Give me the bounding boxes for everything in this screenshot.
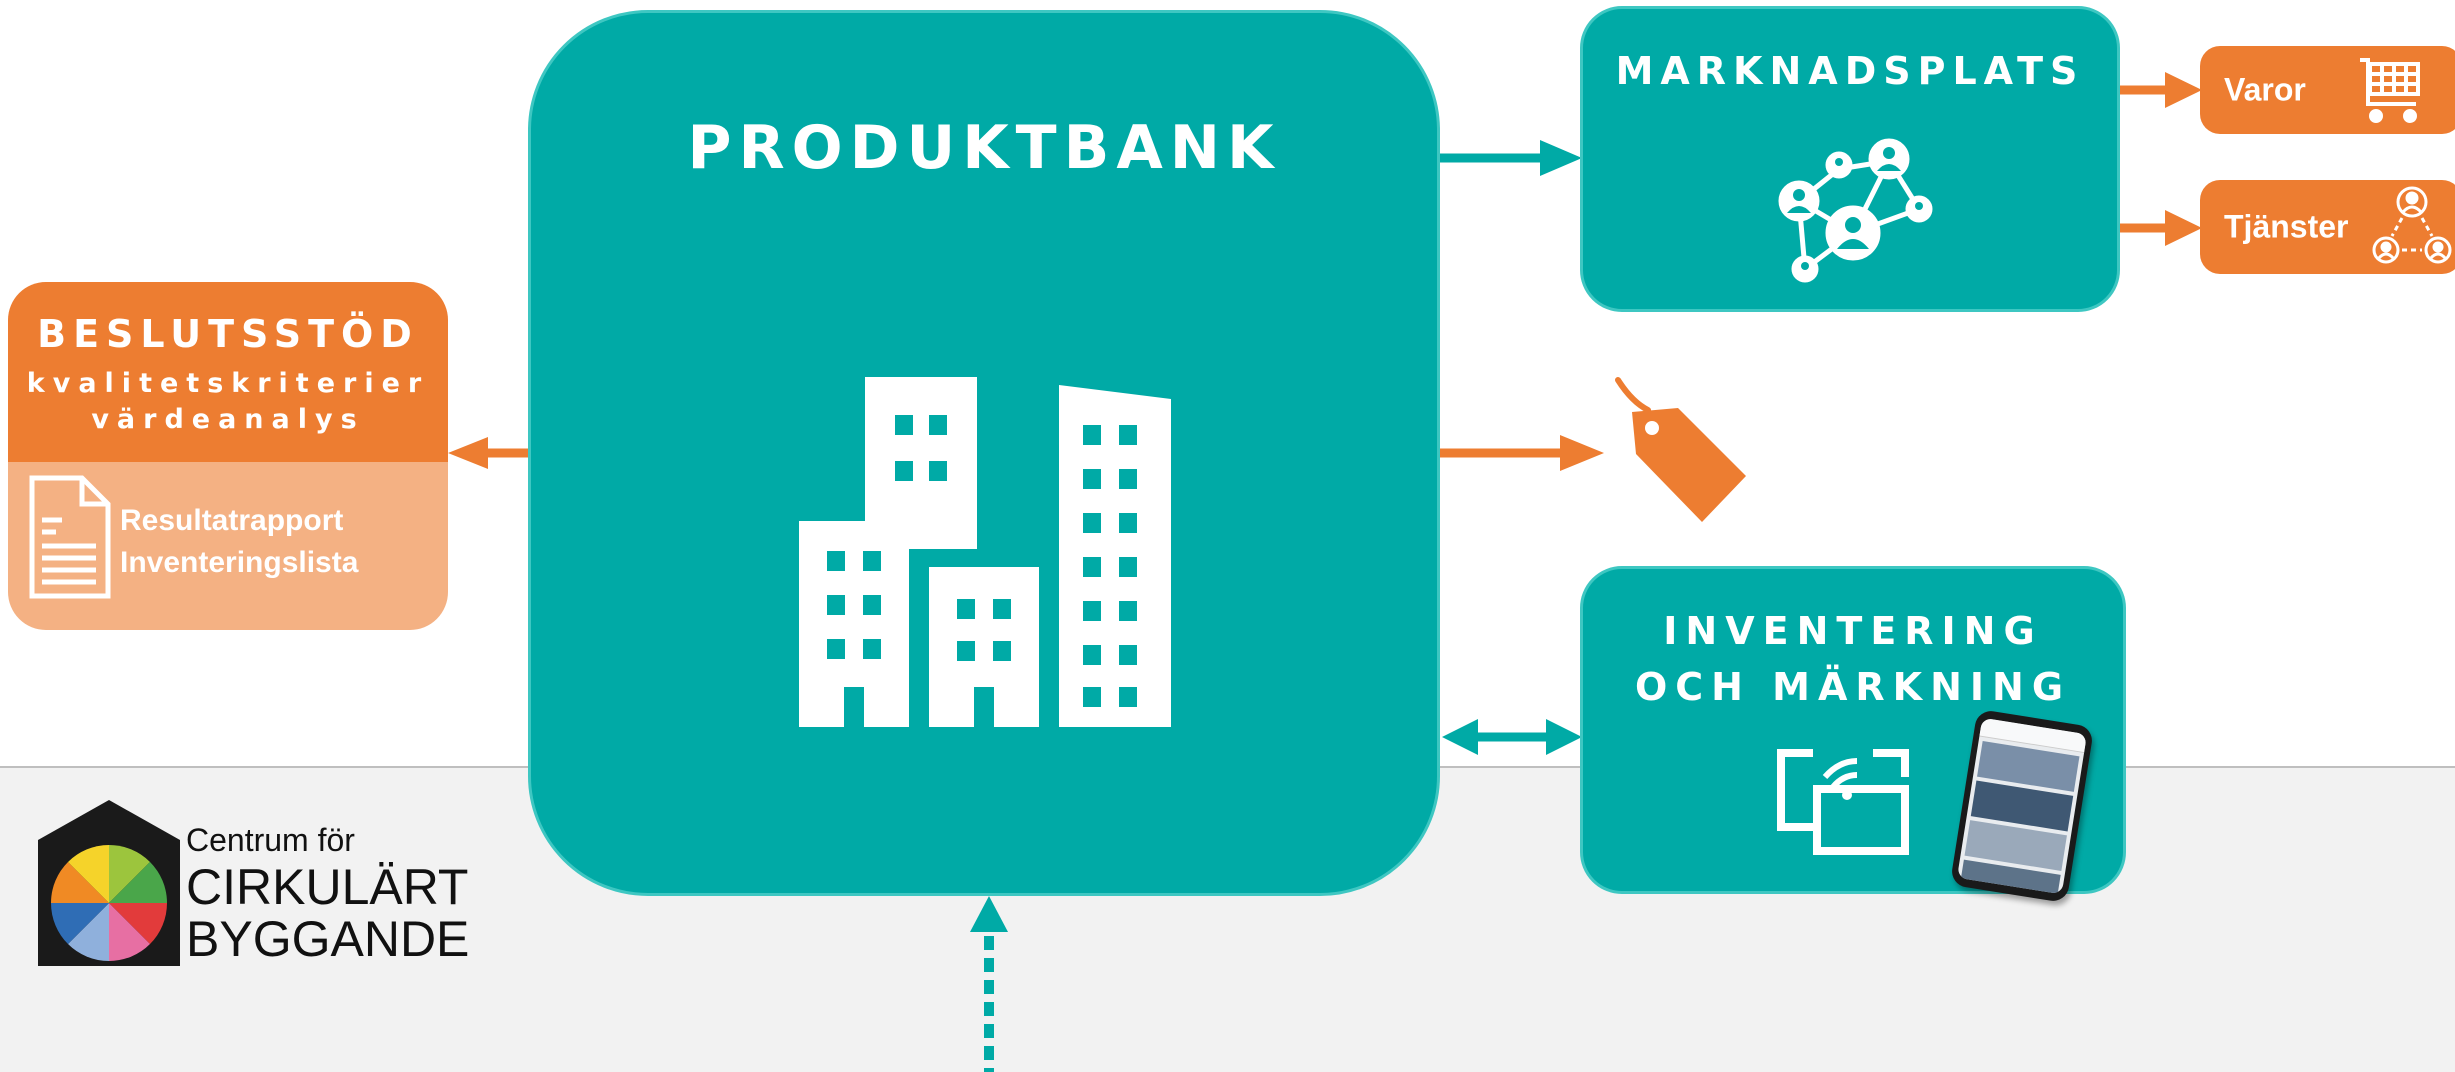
network-people-icon — [1778, 138, 1933, 283]
shopping-cart-icon — [2360, 58, 2420, 123]
tjanster-pill: Tjänster — [2200, 180, 2455, 274]
nfc-scanner-icon — [1777, 749, 1909, 855]
people-connection-icon — [2372, 186, 2452, 264]
beslutsstod-line2: värdeanalys — [91, 404, 365, 435]
varor-label: Varor — [2224, 71, 2306, 108]
inventering-title-line2: OCH MÄRKNING — [1634, 665, 2072, 709]
arrow-to-price-tag — [1440, 435, 1604, 471]
inventory-list-label: Inventeringslista — [120, 546, 359, 579]
logo-house-icon — [38, 800, 180, 966]
produktbank-box: PRODUKTBANK — [528, 10, 1440, 896]
price-tag-icon — [1615, 377, 1746, 522]
inventering-box: INVENTERING OCH MÄRKNING — [1580, 566, 2126, 904]
tjanster-label: Tjänster — [2224, 208, 2349, 245]
double-arrow-inventering — [1442, 719, 1582, 755]
beslutsstod-results: Resultatrapport Inventeringslista — [8, 462, 448, 630]
marknadsplats-box: MARKNADSPLATS — [1580, 6, 2120, 312]
arrow-to-varor — [2120, 72, 2202, 108]
inventering-title-line1: INVENTERING — [1663, 609, 2043, 653]
arrow-to-beslutsstod — [448, 437, 528, 469]
dotted-arrow-into-produktbank — [970, 896, 1008, 1072]
varor-pill: Varor — [2200, 46, 2455, 134]
result-report-label: Resultatrapport — [120, 504, 344, 537]
marknadsplats-title: MARKNADSPLATS — [1615, 49, 2085, 93]
beslutsstod-header: BESLUTSSTÖD kvalitetskriterier värdeanal… — [8, 282, 448, 462]
beslutsstod-line1: kvalitetskriterier — [26, 368, 430, 399]
document-icon — [29, 475, 111, 599]
buildings-icon — [799, 377, 1171, 727]
beslutsstod-title: BESLUTSSTÖD — [37, 312, 419, 356]
smartphone-icon — [1949, 708, 2095, 904]
arrow-to-tjanster — [2120, 210, 2202, 246]
produktbank-title: PRODUKTBANK — [687, 113, 1281, 183]
beslutsstod-box: BESLUTSSTÖD kvalitetskriterier värdeanal… — [8, 282, 448, 630]
logo-line2: CIRKULÄRT — [186, 859, 469, 915]
cirkulart-byggande-logo: Centrum för CIRKULÄRT BYGGANDE — [38, 800, 498, 970]
arrow-to-marknadsplats — [1440, 140, 1582, 176]
logo-line1: Centrum för — [186, 822, 355, 858]
logo-line3: BYGGANDE — [186, 911, 470, 967]
